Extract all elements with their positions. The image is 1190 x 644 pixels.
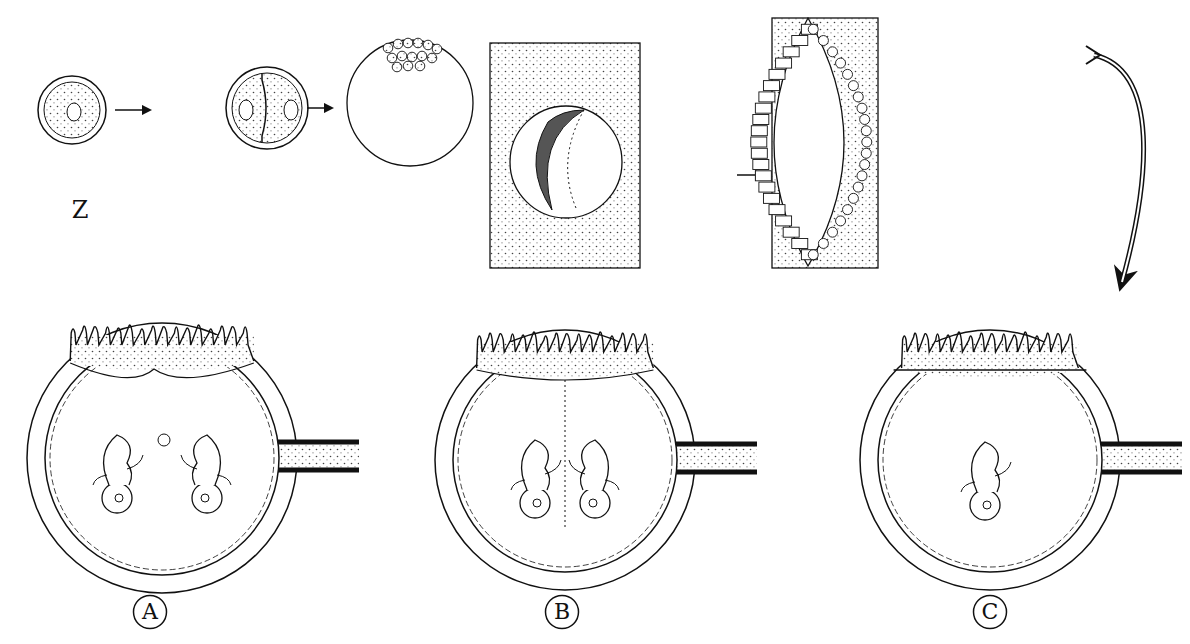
chorionic-sac: [860, 330, 1182, 590]
circled-letter: B: [544, 594, 580, 630]
zygote: [38, 76, 106, 144]
stage-letter: C: [982, 601, 999, 623]
blastocyst: [347, 38, 473, 166]
stage-letter: A: [142, 601, 158, 623]
chorionic-sac: [27, 323, 359, 593]
arrow-tail: [1086, 46, 1100, 64]
curved-arrow-inner: [1094, 55, 1144, 282]
two-cell-stage: [226, 67, 308, 149]
stage-arrow: [115, 109, 150, 111]
stage-label: Z: [72, 198, 89, 222]
curved-arrow: [1094, 55, 1144, 282]
stage-arrow: [307, 107, 332, 109]
implantation: [490, 43, 640, 268]
bilaminar-disc: [751, 18, 878, 268]
circled-letter: A: [132, 594, 168, 630]
circled-letter: C: [972, 594, 1008, 630]
chorionic-sac: [435, 330, 757, 590]
stage-letter: B: [554, 601, 570, 623]
